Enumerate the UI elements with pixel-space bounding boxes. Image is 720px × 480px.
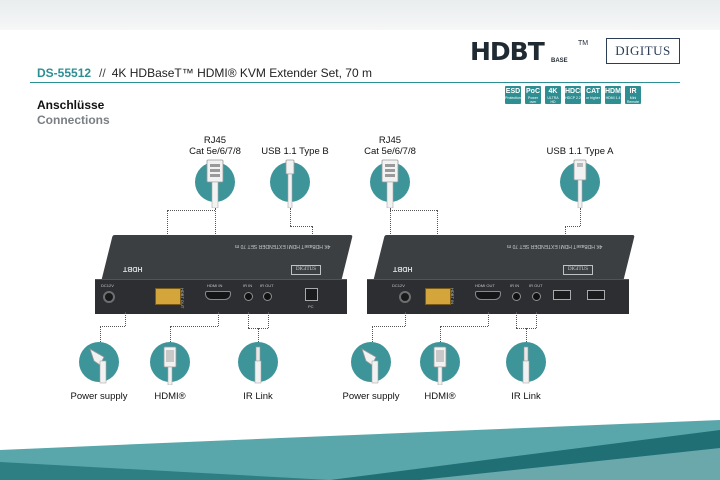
- ir-out-jack: [263, 292, 272, 301]
- usb-a-plug-icon: [573, 159, 587, 208]
- badge-hdcp: HDCPHDCP 2.2: [565, 86, 581, 104]
- leader-line: [526, 328, 527, 342]
- usb-a-port-2: [587, 290, 605, 300]
- usb-b-plug-icon: [285, 159, 295, 208]
- rj45-port-hdbt-in: [425, 288, 451, 305]
- ir-in-jack: [512, 292, 521, 301]
- rj45-plug-icon: [381, 159, 399, 208]
- power-supply-label-left: Power supply: [70, 391, 128, 402]
- ir-jack-icon: [522, 346, 530, 384]
- usb-b-label: USB 1.1 Type B: [261, 146, 329, 157]
- product-header: DS-55512 // 4K HDBaseT™ HDMI® KVM Extender…: [37, 66, 372, 80]
- section-title-en: Connections: [37, 113, 110, 127]
- badge-hdmi: HDMIHDMI 1.4: [605, 86, 621, 104]
- leader-line: [390, 210, 437, 211]
- top-background-band: [0, 0, 720, 30]
- leader-line: [405, 312, 406, 326]
- usb-a-port-1: [553, 290, 571, 300]
- hdmi-label-left: HDMI®: [154, 391, 186, 402]
- digitus-logo: DIGITUS: [606, 38, 680, 64]
- hdmi-out-port: [475, 291, 501, 300]
- leader-line: [440, 326, 441, 342]
- ir-jack-icon: [254, 346, 262, 384]
- leader-line: [580, 208, 581, 226]
- leader-line: [290, 226, 312, 227]
- product-title: 4K HDBaseT™ HDMI® KVM Extender Set, 70 m: [111, 66, 372, 80]
- leader-line: [258, 328, 259, 342]
- hdbt-logo: HDBT BASE TM: [470, 37, 589, 66]
- ir-in-jack: [244, 292, 253, 301]
- leader-line: [100, 326, 101, 342]
- leader-line: [372, 326, 405, 327]
- transmitter-unit: 4K HDBaseT HDMI EXTENDER SET 70 m HDBT D…: [95, 235, 353, 315]
- leader-line: [167, 210, 215, 211]
- leader-line: [248, 312, 249, 328]
- leader-line: [488, 312, 489, 326]
- leader-line: [125, 312, 126, 326]
- dc-power-jack: [399, 291, 411, 303]
- leader-line: [170, 326, 171, 342]
- bottom-teal-decoration: [0, 420, 720, 480]
- leader-line: [170, 326, 218, 327]
- usb-a-label: USB 1.1 Type A: [546, 146, 614, 157]
- hdmi-plug-icon: [433, 346, 447, 385]
- power-supply-label-right: Power supply: [342, 391, 400, 402]
- header-rule: [30, 82, 680, 83]
- receiver-unit: 4K HDBaseT HDMI EXTENDER SET 70 m HDBT D…: [367, 235, 635, 315]
- leader-line: [268, 312, 269, 328]
- ir-link-label-left: IR Link: [243, 391, 273, 402]
- rj45-port-hdbt-out: [155, 288, 181, 305]
- model-number: DS-55512: [37, 66, 92, 80]
- leader-line: [218, 312, 219, 326]
- rj45-plug-icon: [206, 159, 224, 208]
- leader-line: [516, 312, 517, 328]
- hdmi-plug-icon: [163, 346, 177, 385]
- leader-line: [440, 326, 488, 327]
- dc-power-jack: [103, 291, 115, 303]
- ir-out-jack: [532, 292, 541, 301]
- power-plug-icon: [361, 348, 379, 384]
- header-separator: //: [99, 66, 106, 80]
- hdmi-label-right: HDMI®: [424, 391, 456, 402]
- usb-b-port: [305, 288, 318, 301]
- ir-link-label-right: IR Link: [511, 391, 541, 402]
- leader-line: [565, 226, 580, 227]
- power-plug-icon: [89, 348, 107, 384]
- section-title-de: Anschlüsse: [37, 98, 105, 112]
- hdmi-in-port: [205, 291, 231, 300]
- leader-line: [536, 312, 537, 328]
- leader-line: [290, 208, 291, 226]
- leader-line: [100, 326, 125, 327]
- leader-line: [372, 326, 373, 342]
